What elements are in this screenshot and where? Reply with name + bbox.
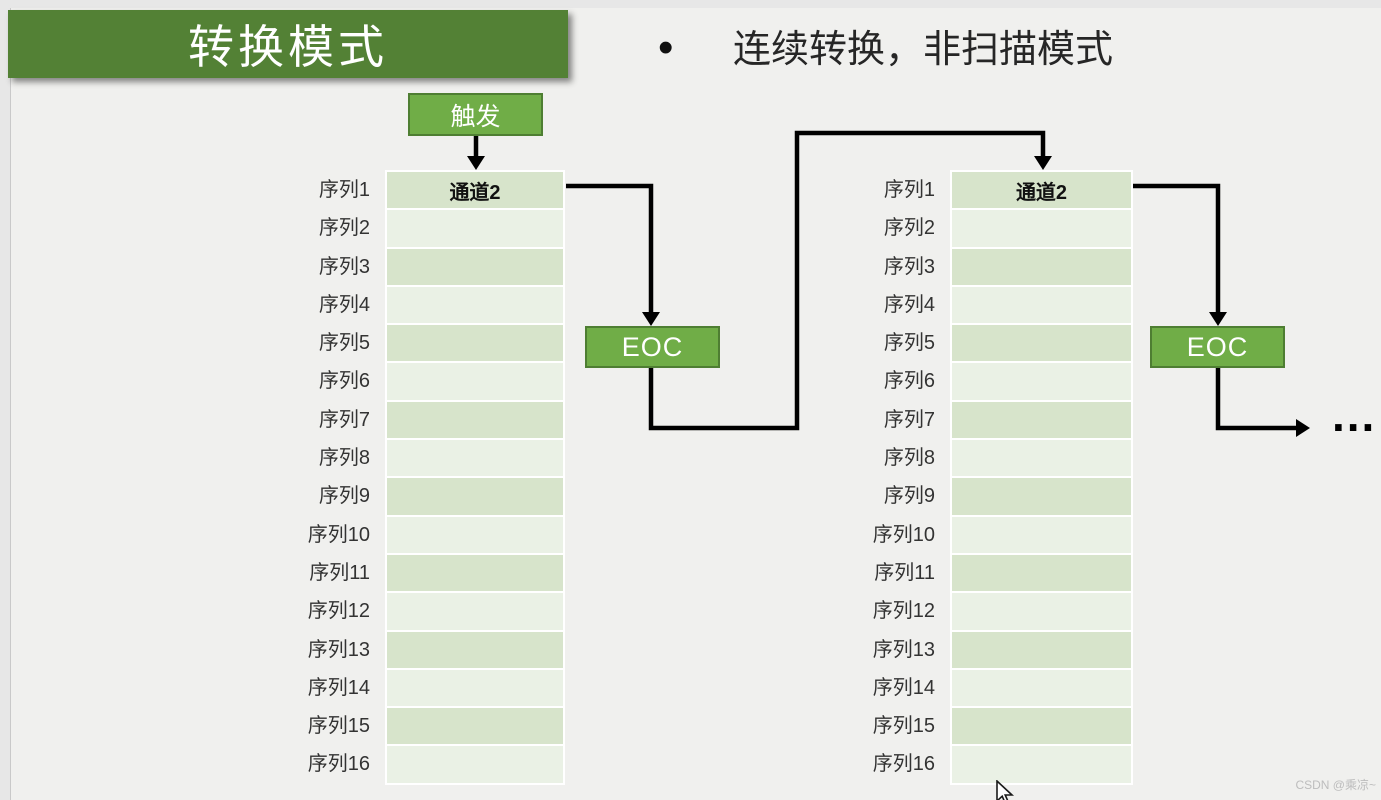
bullet-icon: •: [658, 23, 674, 72]
sequence-label: 序列13: [307, 638, 370, 661]
table-cell: [387, 210, 563, 247]
table-cell: [387, 669, 563, 707]
table-cell: [387, 516, 563, 553]
table-cell: [952, 516, 1131, 553]
table-cell: [952, 746, 1131, 783]
sequence-label: 序列9: [883, 485, 935, 508]
sequence-label: 序列6: [883, 370, 935, 393]
table-cell: [952, 669, 1131, 707]
sequence-table-left: 通道2: [385, 170, 565, 785]
sequence-label: 序列2: [318, 217, 370, 240]
table-cell: [952, 631, 1131, 668]
table-cell: [952, 401, 1131, 439]
title-banner: 转换模式: [8, 10, 568, 78]
table-cell: [387, 363, 563, 400]
table-cell: [387, 746, 563, 783]
sequence-label: 序列10: [307, 523, 370, 546]
sequence-label: 序列9: [318, 485, 370, 508]
table-cell: [952, 248, 1131, 285]
sequence-label: 序列1: [318, 179, 370, 201]
sequence-label: 序列7: [318, 408, 370, 431]
page-title: 转换模式: [188, 21, 388, 73]
mouse-cursor-icon: [996, 780, 1015, 800]
sequence-label: 序列14: [307, 676, 370, 699]
table-cell: [387, 478, 563, 515]
sequence-labels-column-right: 序列1 序列2 序列3 序列4 序列5 序列6 序列7 序列8 序列9 序列10 序列11 序列12 序…: [825, 170, 935, 783]
sequence-label: 序列5: [318, 332, 370, 355]
table-cell: [387, 248, 563, 285]
sequence-table-right: 通道2: [950, 170, 1133, 785]
sequence-label: 序列2: [883, 217, 935, 240]
sequence-labels-column-left: 序列1 序列2 序列3 序列4 序列5 序列6 序列7 序列8 序列9 序列10 序列11 序列12 序…: [260, 170, 370, 783]
bullet-text: 连续转换，非扫描模式: [733, 29, 1114, 71]
table-cell: [952, 708, 1131, 745]
channel-cell: 通道2: [952, 172, 1131, 209]
sequence-label: 序列16: [872, 753, 935, 776]
table-cell: [952, 286, 1131, 324]
table-cell: [952, 363, 1131, 400]
channel-cell: 通道2: [387, 172, 563, 209]
sequence-label: 序列5: [883, 332, 935, 355]
sequence-label: 序列3: [318, 255, 370, 278]
sequence-label: 序列16: [307, 753, 370, 776]
sequence-label: 序列8: [318, 447, 370, 470]
table-cell: [387, 593, 563, 630]
table-cell: [387, 325, 563, 362]
table-cell: [387, 708, 563, 745]
sequence-label: 序列6: [318, 370, 370, 393]
table-cell: [387, 631, 563, 668]
table-cell: [952, 478, 1131, 515]
sequence-label: 序列15: [307, 715, 370, 738]
table-cell: [952, 325, 1131, 362]
sequence-label: 序列11: [874, 561, 935, 584]
table-cell: [387, 440, 563, 477]
sequence-label: 序列4: [883, 293, 935, 316]
table-cell: [952, 554, 1131, 592]
table-cell: [387, 286, 563, 324]
sequence-label: 序列8: [883, 447, 935, 470]
slide-background: [10, 8, 1381, 800]
table-cell: [952, 593, 1131, 630]
table-cell: [387, 401, 563, 439]
sequence-label: 序列11: [309, 561, 370, 584]
trigger-box: 触发: [408, 93, 543, 136]
sequence-label: 序列3: [883, 255, 935, 278]
sequence-label: 序列13: [872, 638, 935, 661]
sequence-label: 序列7: [883, 408, 935, 431]
eoc-box-left: EOC: [585, 326, 720, 368]
table-cell: [952, 210, 1131, 247]
sequence-label: 序列12: [307, 600, 370, 623]
sequence-label: 序列1: [883, 179, 935, 201]
table-cell: [952, 440, 1131, 477]
watermark-text: CSDN @乘凉~: [1295, 778, 1376, 792]
sequence-label: 序列10: [872, 523, 935, 546]
sequence-label: 序列14: [872, 676, 935, 699]
sequence-label: 序列4: [318, 293, 370, 316]
table-cell: [387, 554, 563, 592]
continuation-ellipsis: ...: [1332, 389, 1377, 441]
sequence-label: 序列12: [872, 600, 935, 623]
sequence-label: 序列15: [872, 715, 935, 738]
eoc-box-right: EOC: [1150, 326, 1285, 368]
